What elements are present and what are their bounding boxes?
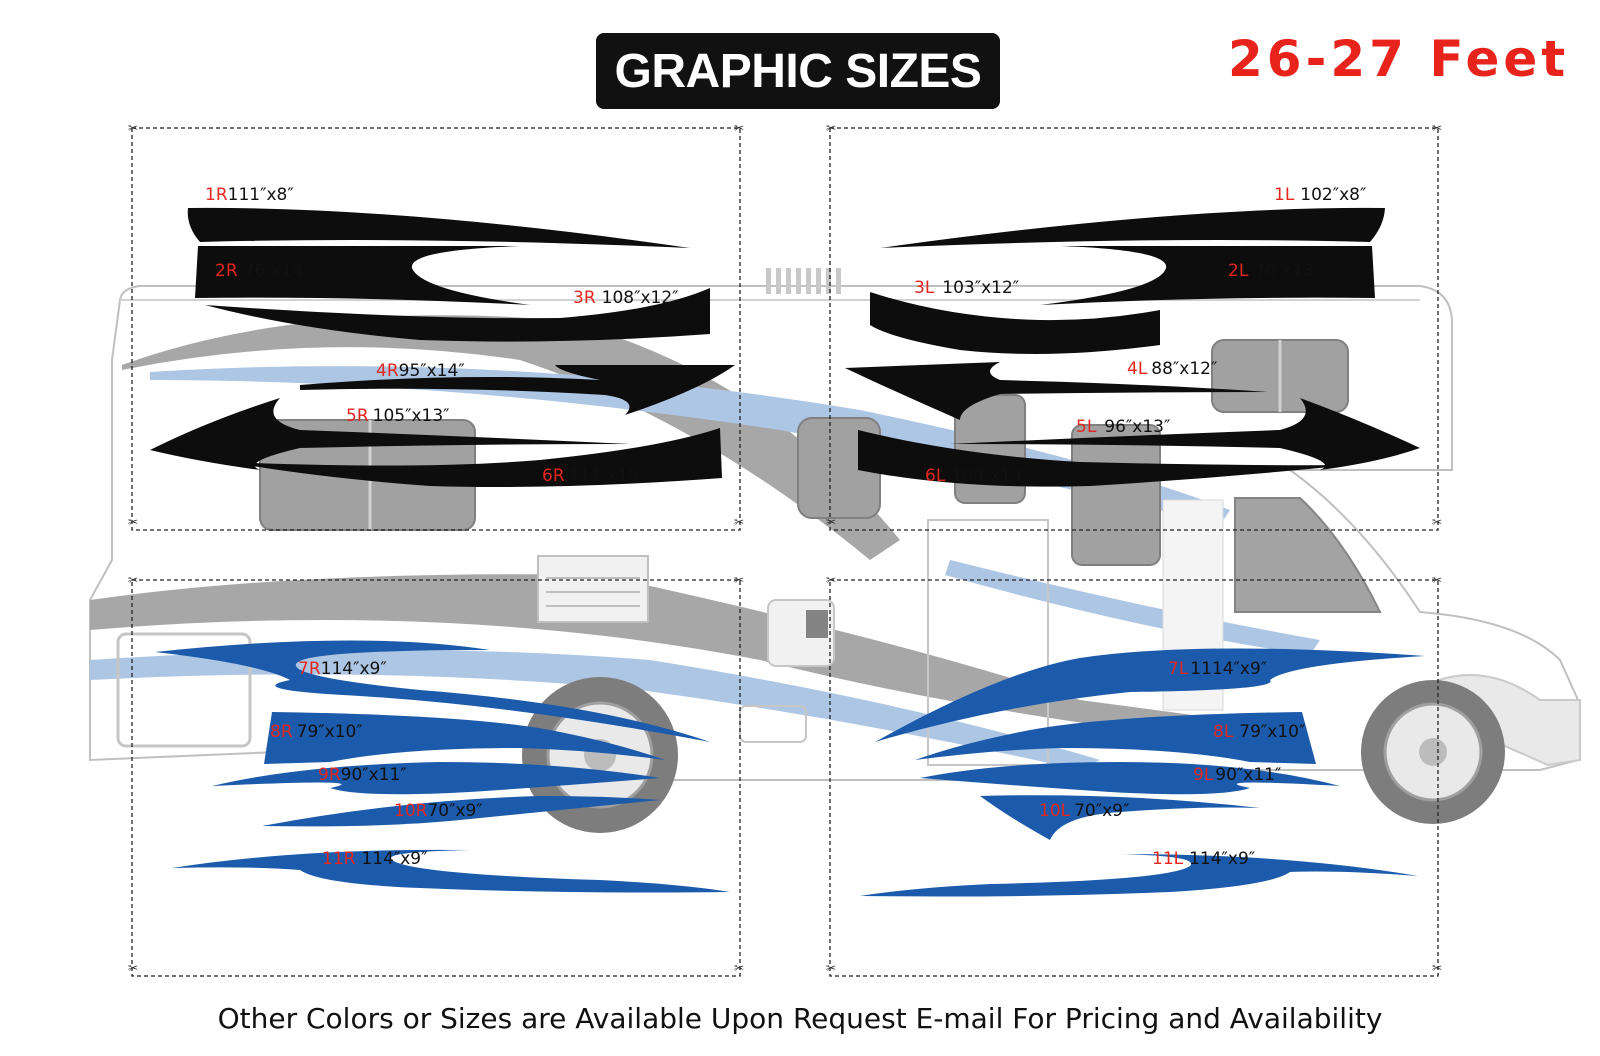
graphic-5R (150, 398, 630, 470)
scissor-icon: ✂ (128, 961, 138, 975)
rv-vent-slats (546, 577, 640, 607)
graphic-7L (875, 648, 1425, 742)
graphic-1R (187, 207, 690, 248)
blue-graphics-right (155, 640, 730, 893)
graphic-11R (172, 849, 730, 893)
rv-blue-swoosh-bottom (90, 650, 1100, 770)
scissor-icon: ✂ (1432, 121, 1442, 135)
graphic-7R (155, 640, 710, 742)
graphic-6R (228, 428, 722, 487)
graphic-4L (845, 362, 1268, 420)
rv-window-door (1071, 424, 1161, 566)
graphic-6L (858, 430, 1350, 487)
graphic-10R (262, 796, 660, 827)
graphic-11L (860, 854, 1418, 897)
scissor-icon: ✂ (826, 121, 836, 135)
rv-utility-panel-inner (806, 610, 828, 638)
rv-length-label: 26-27 Feet (1228, 30, 1570, 88)
graphic-2R (195, 246, 530, 305)
scissor-icon: ✂ (1432, 961, 1442, 975)
title-badge: GRAPHIC SIZES (596, 33, 1000, 109)
rv-roof-vent (766, 268, 841, 294)
cut-box-bottom-right (131, 579, 741, 977)
label-10R: 10R70″x9″ (394, 801, 483, 821)
rv-blue-stripe-front (945, 560, 1320, 655)
graphic-3L (870, 292, 1160, 354)
scissor-icon: ✂ (734, 573, 744, 587)
rv-windshield (1234, 497, 1382, 613)
front-wheel (1361, 680, 1505, 824)
rv-rear-compartment (116, 632, 252, 748)
graphic-5L (950, 398, 1420, 470)
scissor-icon: ✂ (734, 515, 744, 529)
cut-box-top-right (131, 127, 741, 531)
scissor-icon: ✂ (734, 121, 744, 135)
scissor-icon: ✂ (128, 121, 138, 135)
scissor-icon: ✂ (1432, 515, 1442, 529)
graphic-4R (300, 365, 735, 415)
graphic-3R (205, 288, 710, 342)
cut-box-bottom-left (829, 579, 1439, 977)
page-title: GRAPHIC SIZES (614, 44, 982, 98)
graphic-9L (920, 762, 1340, 795)
label-1R: 1R111″x8″ (205, 185, 294, 205)
scissor-icon: ✂ (826, 961, 836, 975)
graphic-1L (880, 207, 1385, 248)
scissor-marks: ✂ ✂ ✂ ✂ ✂ ✂ ✂ ✂ ✂ ✂ ✂ ✂ ✂ ✂ ✂ ✂ (128, 121, 1442, 975)
rv-side-vent (537, 555, 649, 623)
scissor-icon: ✂ (826, 515, 836, 529)
black-graphics-left (845, 207, 1420, 487)
scissor-icon: ✂ (128, 573, 138, 587)
blue-graphics-left (860, 648, 1425, 897)
label-4R: 4R95″x14″ (376, 361, 465, 381)
black-graphics-right (150, 207, 735, 487)
label-9R: 9R90″x11″ (318, 765, 407, 785)
rv-gray-swoosh-top (122, 315, 900, 560)
label-7R: 7R114″x9″ (298, 659, 387, 679)
rv-window-side (954, 394, 1026, 504)
scissor-icon: ✂ (1432, 573, 1442, 587)
cut-boxes (131, 127, 1439, 977)
rv-gray-swoosh-bottom (90, 574, 1230, 740)
graphic-10L (980, 795, 1260, 840)
cut-box-top-left (829, 127, 1439, 531)
scissor-icon: ✂ (734, 961, 744, 975)
graphic-8L (915, 712, 1316, 764)
graphic-9R (212, 762, 660, 795)
footer-note: Other Colors or Sizes are Available Upon… (217, 1002, 1383, 1035)
scissor-icon: ✂ (826, 573, 836, 587)
rv-entry-door (927, 519, 1049, 766)
graphic-8R (264, 712, 665, 764)
graphic-2L (1040, 246, 1375, 305)
scissor-icon: ✂ (128, 515, 138, 529)
